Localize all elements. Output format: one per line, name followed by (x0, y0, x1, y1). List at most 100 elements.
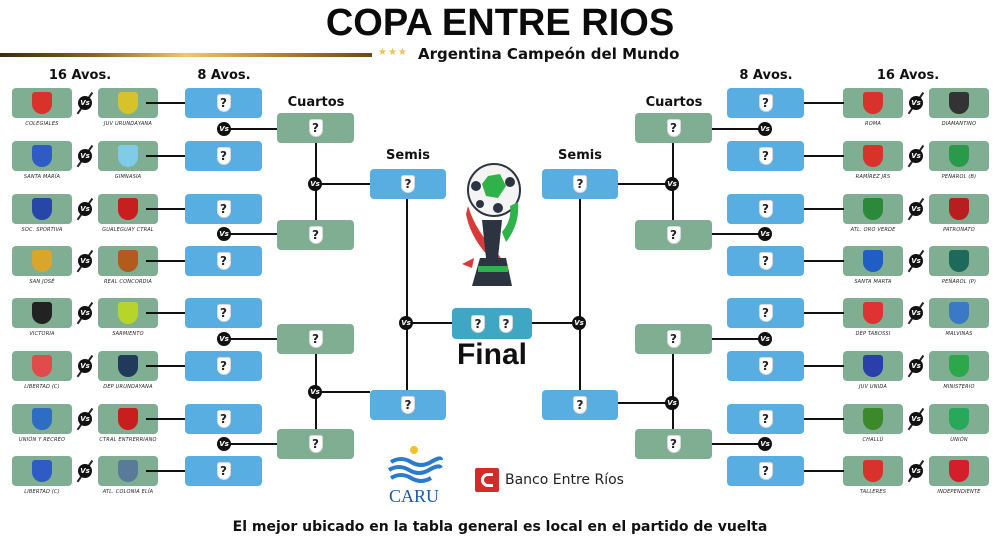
away-team-slot[interactable] (929, 141, 989, 171)
left-r16-slot-4[interactable]: ? (185, 246, 262, 276)
home-team-slot[interactable] (843, 456, 903, 486)
away-team-slot[interactable] (929, 404, 989, 434)
home-team-slot[interactable] (12, 298, 72, 328)
home-team-slot[interactable] (12, 194, 72, 224)
home-team-slot[interactable] (843, 141, 903, 171)
home-team-slot[interactable] (843, 246, 903, 276)
unknown-team-shield-icon: ? (216, 462, 231, 480)
connector-line (146, 155, 185, 157)
home-team-slot[interactable] (12, 246, 72, 276)
right-qf-slot-2[interactable]: ? (635, 220, 712, 250)
right-r16-slot-5[interactable]: ? (727, 298, 804, 328)
away-team-slot[interactable] (98, 88, 158, 118)
away-team-slot[interactable] (929, 194, 989, 224)
right-r16-slot-7[interactable]: ? (727, 404, 804, 434)
home-team-name: SANTA MARÍA (23, 174, 61, 180)
away-team-name: JUV URUNDAYANA (104, 121, 152, 127)
home-team-slot[interactable] (843, 88, 903, 118)
home-team-name: RAMÍREZ JRS (855, 174, 891, 180)
right-r16-slot-1[interactable]: ? (727, 88, 804, 118)
right-qf-slot-3[interactable]: ? (635, 324, 712, 354)
right-r16-slot-4[interactable]: ? (727, 246, 804, 276)
left-r16-slot-2[interactable]: ? (185, 141, 262, 171)
left-qf-slot-1[interactable]: ? (277, 113, 354, 143)
vs-badge-icon: Vs (758, 332, 772, 346)
left-r16-slot-8[interactable]: ? (185, 456, 262, 486)
right-qf-slot-4[interactable]: ? (635, 429, 712, 459)
unknown-team-shield-icon: ? (216, 304, 231, 322)
home-team-name: TALLERES (859, 489, 887, 495)
left-r16-slot-1[interactable]: ? (185, 88, 262, 118)
right-r16-slot-3[interactable]: ? (727, 194, 804, 224)
away-team-slot[interactable] (929, 456, 989, 486)
away-team-name: PEÑAROL (B) (941, 174, 977, 180)
left-r16-slot-6[interactable]: ? (185, 351, 262, 381)
right-qf-slot-1[interactable]: ? (635, 113, 712, 143)
home-team-name: JUV UNIDA (858, 384, 888, 390)
away-team-slot[interactable] (98, 298, 158, 328)
left-r16-slot-5[interactable]: ? (185, 298, 262, 328)
home-team-slot[interactable] (12, 456, 72, 486)
away-team-slot[interactable] (98, 351, 158, 381)
left-qf-slot-4[interactable]: ? (277, 429, 354, 459)
away-team-slot[interactable] (929, 298, 989, 328)
left-qf-slot-3[interactable]: ? (277, 324, 354, 354)
home-team-slot[interactable] (843, 298, 903, 328)
connector-line (804, 155, 844, 157)
connector-line (672, 354, 674, 429)
away-team-slot[interactable] (929, 351, 989, 381)
home-team-slot[interactable] (12, 141, 72, 171)
home-team-slot[interactable] (12, 404, 72, 434)
home-team-slot[interactable] (843, 404, 903, 434)
home-team-crest-icon (863, 198, 883, 220)
right-r16-slot-6[interactable]: ? (727, 351, 804, 381)
unknown-team-shield-icon: ? (401, 175, 415, 193)
vs-badge-icon: Vs (909, 359, 923, 373)
left-r16-slot-3[interactable]: ? (185, 194, 262, 224)
unknown-team-shield-icon: ? (758, 147, 773, 165)
home-team-slot[interactable] (12, 351, 72, 381)
round-label-left-r16: 8 Avos. (197, 68, 251, 83)
right-sf-slot-2[interactable]: ? (542, 390, 618, 420)
right-r16-slot-2[interactable]: ? (727, 141, 804, 171)
right-r16-slot-8[interactable]: ? (727, 456, 804, 486)
home-team-slot[interactable] (843, 351, 903, 381)
connector-line (146, 365, 185, 367)
right-sf-slot-1[interactable]: ? (542, 169, 618, 199)
connector-line (618, 183, 673, 185)
final-match-box[interactable]: ? ? (452, 308, 532, 339)
away-team-slot[interactable] (98, 141, 158, 171)
home-team-crest-icon (32, 408, 52, 430)
away-team-slot[interactable] (929, 246, 989, 276)
away-team-slot[interactable] (929, 88, 989, 118)
home-team-slot[interactable] (12, 88, 72, 118)
left-sf-slot-1[interactable]: ? (370, 169, 446, 199)
home-team-slot[interactable] (843, 194, 903, 224)
left-qf-slot-2[interactable]: ? (277, 220, 354, 250)
home-team-crest-icon (32, 355, 52, 377)
away-team-name: PEÑAROL (P) (941, 279, 977, 285)
unknown-team-shield-icon: ? (666, 330, 681, 348)
connector-line (224, 443, 277, 445)
away-team-crest-icon (949, 302, 969, 324)
left-r16-slot-7[interactable]: ? (185, 404, 262, 434)
vs-badge-icon: Vs (78, 149, 92, 163)
left-sf-slot-2[interactable]: ? (370, 390, 446, 420)
away-team-name: CTRAL ENTRERRIANO (99, 437, 157, 443)
